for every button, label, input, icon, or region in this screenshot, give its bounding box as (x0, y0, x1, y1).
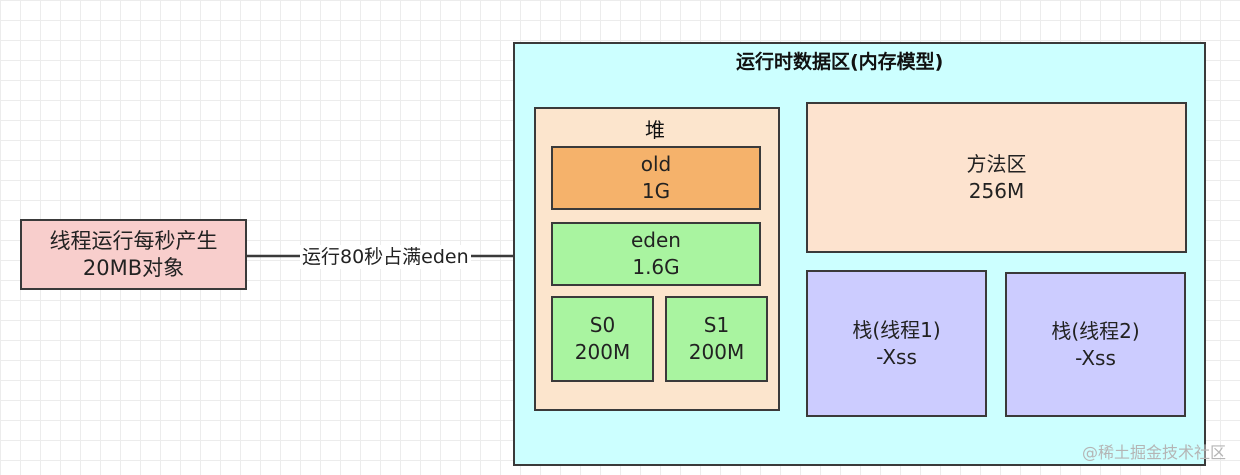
s1-size: 200M (688, 340, 745, 364)
old-size: 1G (641, 179, 671, 203)
method-area-box: 方法区 256M (806, 102, 1187, 253)
stack-thread-2-box: 栈(线程2) -Xss (1005, 272, 1186, 417)
stack-2-name: 栈(线程2) (1051, 318, 1140, 343)
source-box: 线程运行每秒产生 20MB对象 (20, 219, 247, 290)
method-area-name: 方法区 (966, 151, 1027, 176)
s0-size: 200M (574, 340, 631, 364)
survivor-s1-box: S1 200M (665, 296, 768, 382)
eden-name: eden (631, 228, 681, 252)
stack-1-name: 栈(线程1) (852, 317, 941, 342)
stack-2-param: -Xss (1075, 345, 1116, 370)
stack-thread-1-box: 栈(线程1) -Xss (806, 270, 987, 417)
s1-name: S1 (703, 313, 730, 337)
eden-box: eden 1.6G (551, 222, 761, 286)
source-line-2: 20MB对象 (82, 255, 185, 280)
stack-1-param: -Xss (876, 344, 917, 369)
heap-title: 堆 (645, 118, 665, 142)
method-area-size: 256M (968, 178, 1025, 203)
edge-label: 运行80秒占满eden (300, 245, 471, 269)
eden-size: 1.6G (632, 255, 680, 279)
old-generation-box: old 1G (551, 146, 761, 210)
watermark: @稀土掘金技术社区 (1081, 443, 1226, 462)
source-line-1: 线程运行每秒产生 (49, 228, 218, 253)
s0-name: S0 (589, 313, 616, 337)
survivor-s0-box: S0 200M (551, 296, 654, 382)
runtime-title: 运行时数据区(内存模型) (736, 51, 944, 73)
old-name: old (640, 152, 672, 176)
